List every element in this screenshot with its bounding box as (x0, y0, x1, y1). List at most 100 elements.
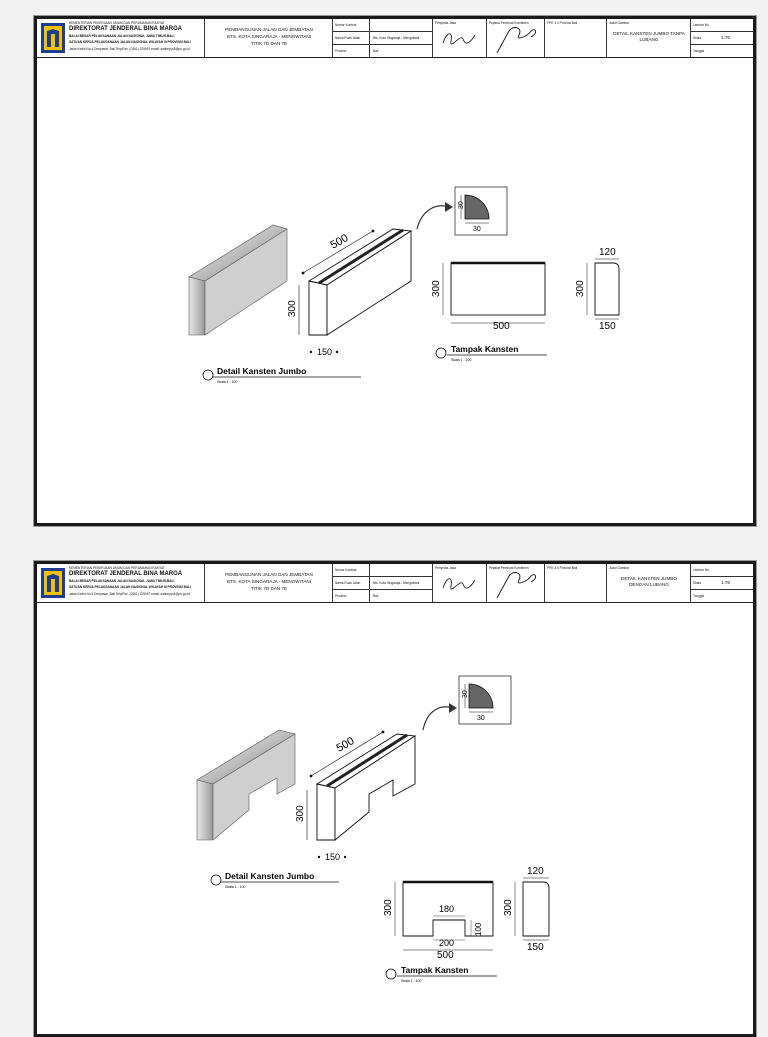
project-line-3: TITIK 7D DAN 7E (250, 586, 288, 591)
dim-120-side: 120 (599, 247, 616, 258)
label-drawing-title: Judul Gambar (609, 21, 630, 25)
office-text: BALAI BESAR PELAKSANAAN JALAN NASIONAL J… (69, 34, 175, 38)
title-block: KEMENTERIAN PEKERJAAN UMUM DAN PERUMAHAN… (37, 19, 753, 58)
project-line-1: PEMBANGUNAN JALAN DAN JEMBATAN (225, 27, 313, 32)
label-sheet-no: Lembar No. (693, 568, 710, 572)
dim-300-iso-label: 300 (287, 300, 298, 317)
detail-arrow (422, 706, 454, 731)
ministry-text: KEMENTERIAN PEKERJAAN UMUM DAN PERUMAHAN… (69, 21, 165, 25)
corner-detail (454, 186, 508, 236)
drawing-title: DETAIL KANSTEN JUMBO TANPA LUBANG (613, 31, 685, 42)
drawing-title-cell: Judul Gambar DETAIL KANSTEN JUMBO DENGAN… (607, 564, 691, 602)
kansten-3d-outline (307, 228, 413, 336)
dim-500-iso-label: 500 (329, 232, 351, 252)
detail-arrow (416, 205, 450, 230)
project-cell: PEMBANGUNAN JALAN DAN JEMBATAN BTS. KOTA… (205, 19, 333, 57)
dim-500-iso (309, 730, 385, 778)
section-symbol-icon (435, 347, 447, 359)
section-symbol-icon (210, 874, 222, 886)
dim-300-side: 300 (503, 899, 514, 916)
contract-cell: Nomor Kontrak Nama Ruas Jalan Provinsi B… (333, 564, 433, 602)
caption-view: Tampak Kansten (401, 965, 468, 975)
side-view (586, 258, 620, 320)
project-line-2: BTS. KOTA SINGARAJA - MENGWITANI (226, 34, 312, 39)
scale-value: 1:75 (721, 35, 730, 40)
kansten-3d-shaded (188, 224, 288, 336)
dim-30-v: 30 (462, 690, 469, 698)
dim-500-front: 500 (493, 321, 510, 332)
dim-500-iso-label: 500 (335, 735, 357, 755)
label-road: Nama Ruas Jalan (335, 581, 361, 585)
signature-contractor (442, 578, 476, 590)
drawing-sheet-2: KEMENTERIAN PEKERJAAN UMUM DAN PERUMAHAN… (34, 561, 756, 1037)
label-province: Provinsi (335, 49, 347, 53)
label-contract: Nomor Kontrak (335, 23, 357, 27)
label-scale: Skala (693, 581, 701, 585)
dim-150-side: 150 (599, 321, 616, 332)
label-scale: Skala (693, 36, 701, 40)
scale-value: 1:75 (721, 580, 730, 585)
label-contractor: Penyedia Jasa (435, 21, 456, 25)
directorate-text: DIREKTORAT JENDERAL BINA MARGA (69, 26, 183, 32)
pupr-logo (41, 23, 65, 53)
project-line-2: BTS. KOTA SINGARAJA - MENGWITANI (226, 579, 312, 584)
caption-detail-scale: Skala 1 : 100 (217, 380, 237, 384)
contract-cell: Nomor Kontrak Nama Ruas Jalan Provinsi B… (333, 19, 433, 57)
label-province: Provinsi (335, 594, 347, 598)
drawing-sheet-1: KEMENTERIAN PEKERJAAN UMUM DAN PERUMAHAN… (34, 16, 756, 526)
caption-detail-scale: Skala 1 : 100 (225, 885, 245, 889)
label-date: Tanggal (693, 49, 705, 53)
dim-500-front: 500 (437, 950, 454, 961)
signature-contractor (442, 33, 476, 45)
caption-view-scale: Skala 1 : 100 (451, 358, 471, 362)
drawing-area-1: 500 300 150 30 30 300 500 (188, 186, 620, 384)
drawing-area-2: 500 300 150 30 30 Detail Kansten Jumbo S… (196, 675, 550, 983)
value-province: Bali (373, 594, 379, 598)
value-road: Bts. Kota Singaraja - Mengwitani (373, 581, 420, 585)
label-ppk-prov: PPK 3.4 Provinsi Bali (547, 21, 578, 25)
ministry-text: KEMENTERIAN PEKERJAAN UMUM DAN PERUMAHAN… (69, 566, 165, 570)
dim-300-side: 300 (575, 280, 586, 297)
dim-30-h: 30 (477, 715, 485, 722)
sheet-info-cell: Lembar No. Skala 1:75 Tanggal (691, 19, 753, 57)
value-province: Bali (373, 49, 379, 53)
caption-detail: Detail Kansten Jumbo (217, 366, 306, 376)
dim-180: 180 (439, 904, 454, 914)
label-drawing-title: Judul Gambar (609, 566, 630, 570)
dim-100: 100 (474, 922, 483, 936)
dim-300-iso-label: 300 (295, 805, 306, 822)
dim-500-iso (301, 229, 375, 275)
dim-150-iso-label: 150 (325, 852, 340, 862)
dim-150-side: 150 (527, 942, 544, 953)
side-view (514, 877, 550, 941)
signature-ppk (496, 27, 537, 54)
dim-300-front: 300 (383, 899, 394, 916)
office-text: BALAI BESAR PELAKSANAAN JALAN NASIONAL J… (69, 579, 175, 583)
dim-300-front: 300 (431, 280, 442, 297)
directorate-text: DIREKTORAT JENDERAL BINA MARGA (69, 571, 183, 577)
unit-text: SATUAN KERJA PELAKSANAAN JALAN NASIONAL … (69, 585, 192, 589)
project-cell: PEMBANGUNAN JALAN DAN JEMBATAN BTS. KOTA… (205, 564, 333, 602)
kansten-3d-outline (315, 733, 417, 841)
label-ppk-prov: PPK 3.4 Provinsi Bali (547, 566, 578, 570)
corner-detail (458, 675, 512, 725)
value-road: Bts. Kota Singaraja - Mengwitani (373, 36, 420, 40)
label-contractor: Penyedia Jasa (435, 566, 456, 570)
ppk-prov-cell: PPK 3.4 Provinsi Bali (545, 564, 607, 602)
dim-150-iso-label: 150 (317, 347, 332, 357)
dim-200: 200 (439, 938, 454, 948)
label-road: Nama Ruas Jalan (335, 36, 361, 40)
label-ppk: Pejabat Pembuat Komitmen (489, 21, 529, 25)
label-ppk: Pejabat Pembuat Komitmen (489, 566, 529, 570)
section-symbol-icon (385, 968, 397, 980)
ppk-prov-cell: PPK 3.4 Provinsi Bali (545, 19, 607, 57)
caption-view-scale: Skala 1 : 100 (401, 979, 421, 983)
label-date: Tanggal (693, 594, 705, 598)
pupr-logo (41, 568, 65, 598)
front-view (394, 880, 494, 951)
section-symbol-icon (202, 369, 214, 381)
unit-text: SATUAN KERJA PELAKSANAAN JALAN NASIONAL … (69, 40, 192, 44)
address-text: Jalan Kediri No.4 Denpasar, Bali Telp/Fa… (69, 592, 190, 596)
caption-detail: Detail Kansten Jumbo (225, 871, 314, 881)
front-view (442, 261, 546, 324)
